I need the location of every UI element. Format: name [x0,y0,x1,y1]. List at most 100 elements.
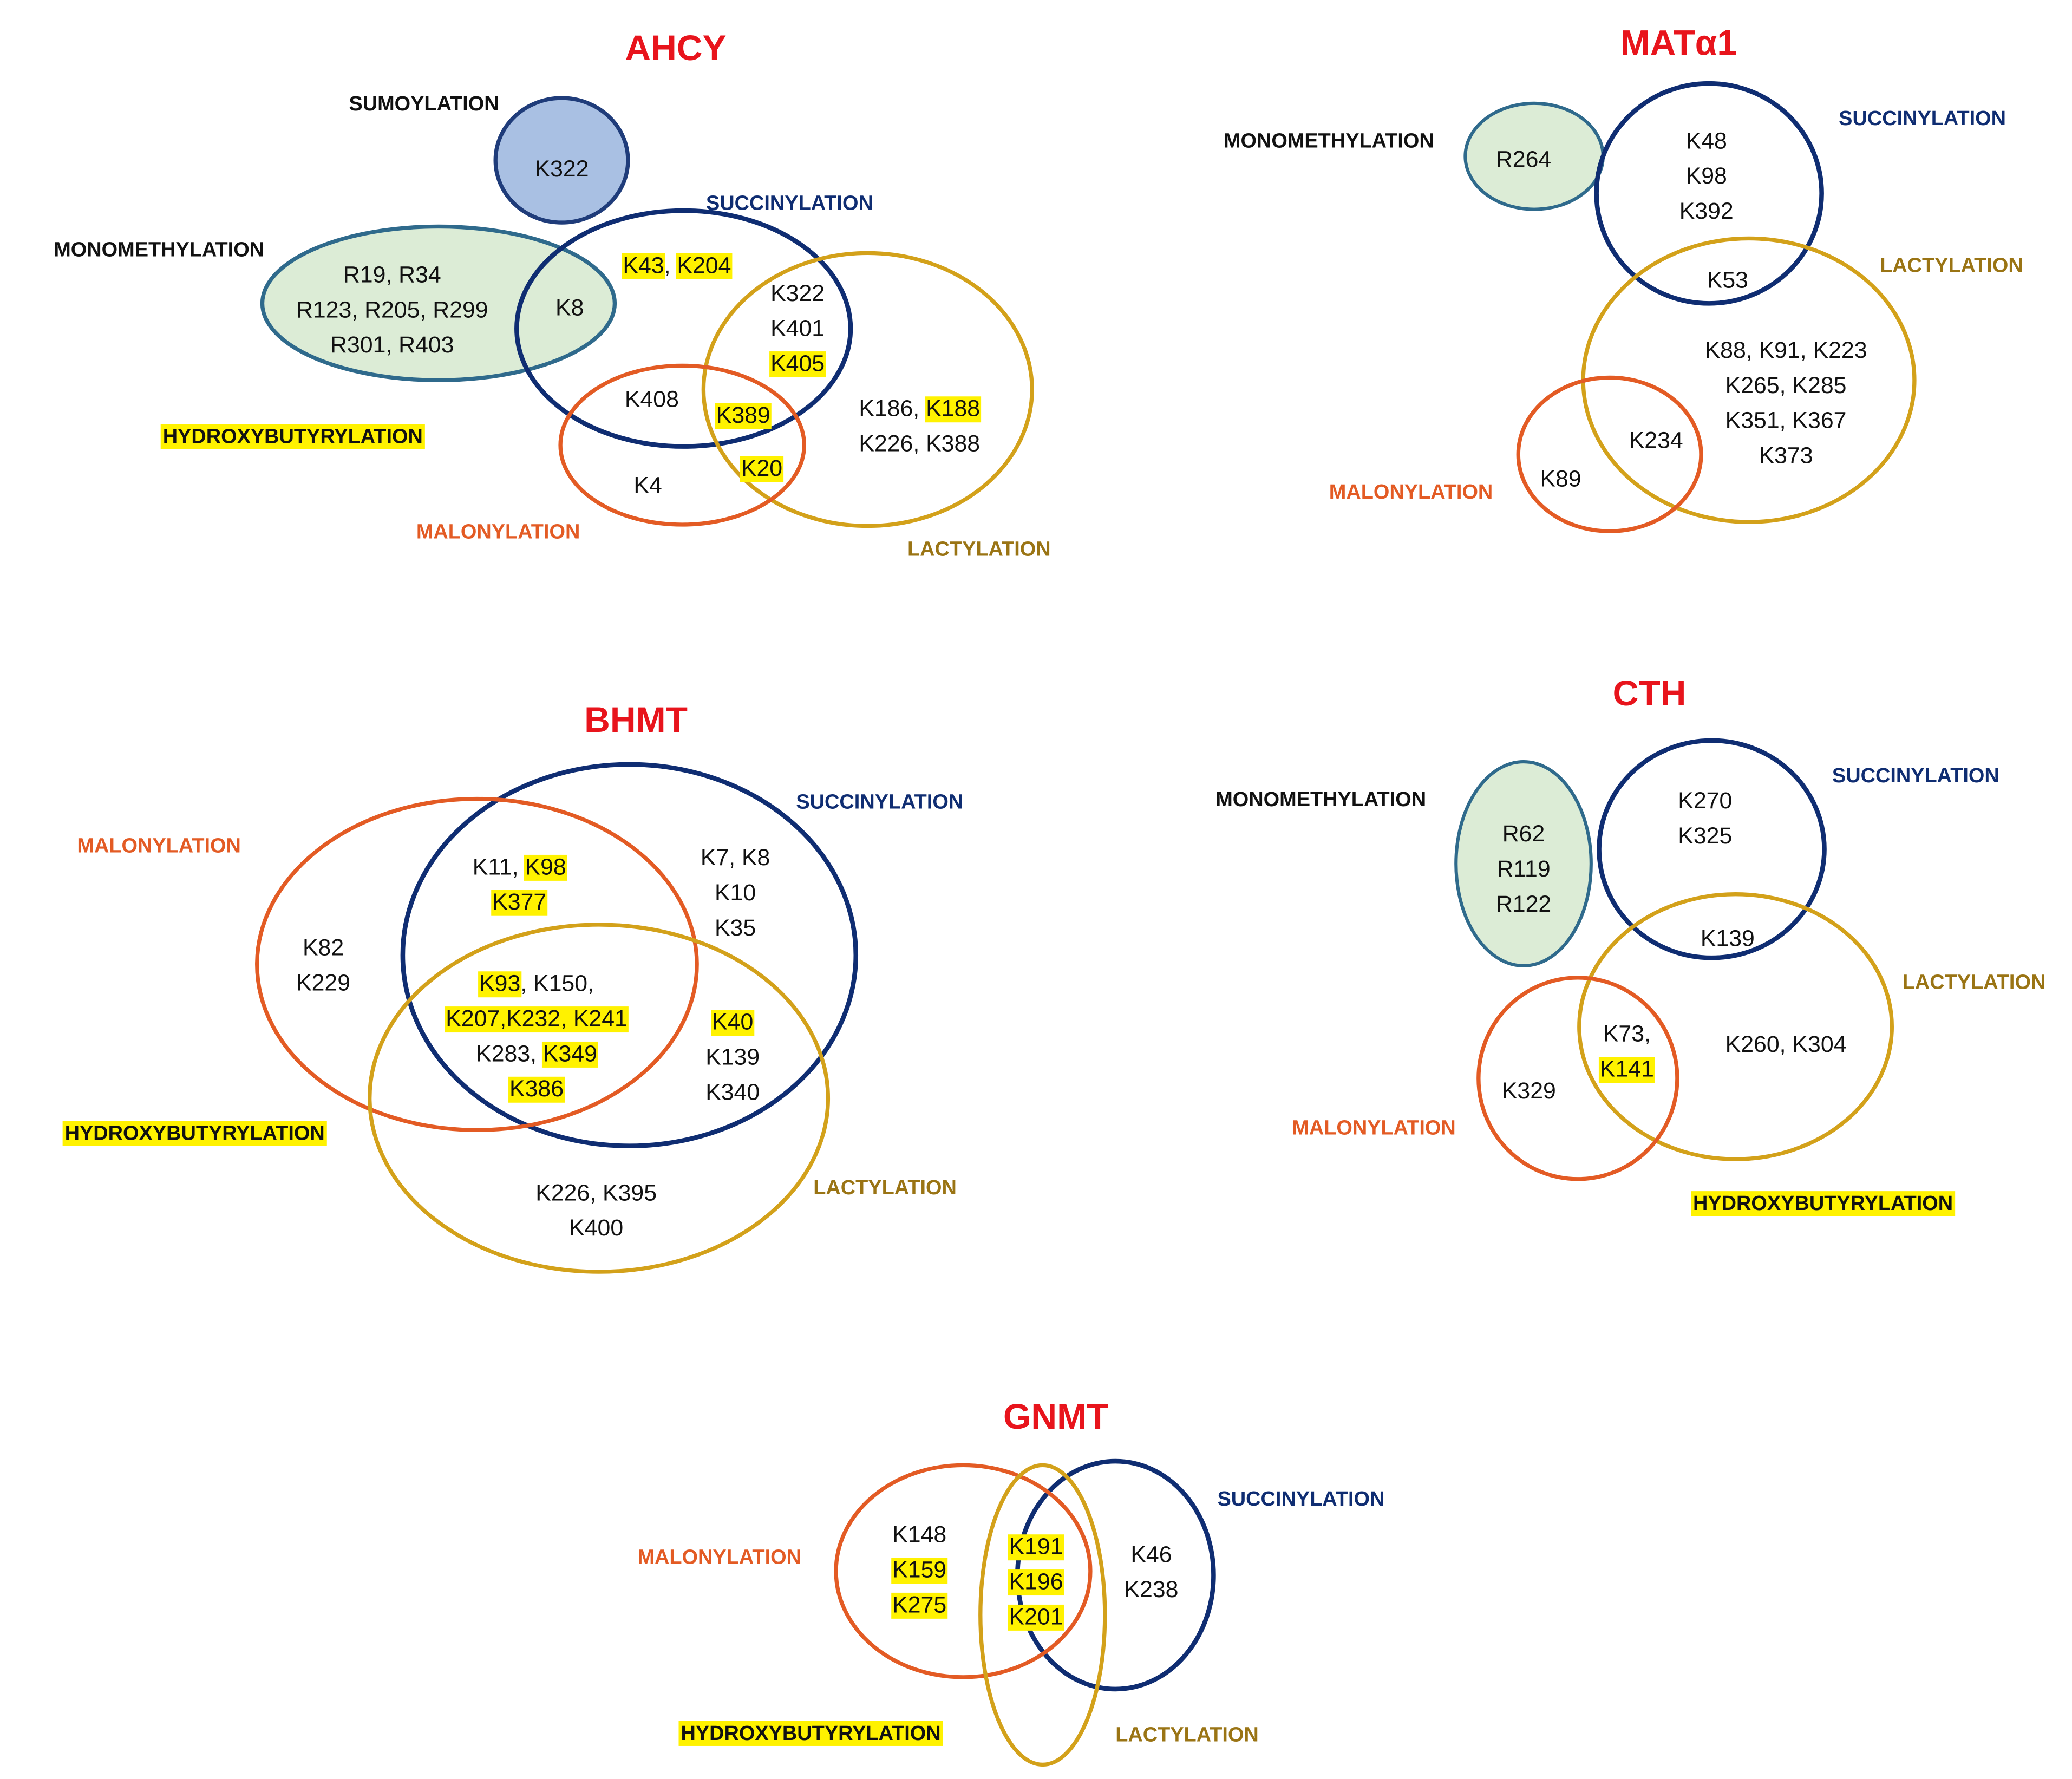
site-highlight [508,1076,565,1103]
ahcy-sites-a7-line: K389 [716,402,770,428]
bhmt-title: BHMT [584,699,688,740]
ahcy-lact-ellipse [701,251,1034,528]
ahcy-malo-ellipse [558,363,806,527]
bhmt-sites-b3-line: K229 [296,970,350,996]
highlighted-site: K275 [892,1592,946,1618]
site: , [664,252,677,278]
site: K10 [715,880,756,906]
cth-diagram: CTHMONOMETHYLATIONSUCCINYLATIONLACTYLATI… [1215,673,2045,1216]
highlighted-site: K405 [770,350,825,376]
site-highlight [491,890,548,916]
gnmt-sites-g1-line: K275 [892,1592,946,1618]
site: K186, [859,396,926,422]
site: K351, K367 [1725,408,1847,434]
ahcy-sumo-ellipse [493,96,630,225]
gnmt-title: GNMT [1003,1396,1108,1436]
ahcy-sites-a6-line: K408 [625,387,679,413]
site: , K150, [520,971,594,997]
site: K48 [1686,128,1727,154]
site: R264 [1496,147,1551,173]
site-highlight [541,1041,598,1068]
ahcy-sites-a5-line: K322 [770,280,825,306]
bhmt-sites-b6-line: K400 [569,1215,623,1241]
ahcy-mono-ellipse [260,224,617,382]
mat-sites-m4-line: K351, K367 [1725,408,1847,434]
highlighted-site: K159 [892,1556,946,1582]
bhmt-label-succ: SUCCINYLATION [796,791,963,814]
mat-label-mono: MONOMETHYLATION [1224,130,1434,153]
ahcy-sites-a3-line: K8 [555,295,584,321]
bhmt-lact-ellipse [368,923,831,1274]
bhmt-sites-b3-line: K82 [303,935,344,961]
cth-sites-c1-line: R119 [1496,856,1550,882]
ahcy-sites-a8-line: K226, K388 [859,431,980,457]
mat-malo-ellipse [1516,375,1703,533]
bhmt-sites-b5-line: K139 [705,1044,760,1070]
highlighted-site: K204 [677,252,731,278]
site: K46 [1130,1541,1172,1567]
site-highlight [715,403,772,429]
ahcy-label-succ: SUCCINYLATION [706,192,873,215]
ahcy-sites-a9-line: K20 [741,455,782,481]
ahcy-label-sumo: SUMOYLATION [349,93,499,115]
site: K329 [1502,1078,1556,1104]
cth-lact-ellipse [1577,892,1894,1161]
gnmt-hydroxy-highlight [678,1721,943,1746]
site: K322 [535,156,589,182]
site: R123, R205, R299 [296,297,488,323]
cth-sites-c1-line: R62 [1502,821,1545,847]
gnmt-label-succ: SUCCINYLATION [1218,1488,1385,1510]
highlighted-site: K188 [926,396,980,422]
highlighted-site: K93 [479,971,520,997]
site: K88, K91, K223 [1705,337,1867,363]
cth-sites-c3-line: K139 [1701,925,1755,951]
gnmt-sites-g2-line: K191 [1009,1534,1063,1560]
cth-sites-c2-line: K325 [1678,823,1732,849]
mat-label-malo: MALONYLATION [1329,481,1493,503]
bhmt-sites-b5-line: K40 [712,1009,753,1035]
site: K148 [892,1522,946,1548]
highlighted-site: K141 [1600,1056,1654,1082]
ahcy-label-lact: LACTYLATION [907,538,1051,560]
bhmt-sites-b4-line: K386 [509,1076,564,1102]
bhmt-sites-b4-line: K93, K150, [479,971,594,997]
gnmt-label-lact: LACTYLATION [1115,1723,1259,1746]
cth-sites-c6-line: K329 [1502,1078,1556,1104]
bhmt-sites-b2-line: K7, K8 [701,845,770,871]
site: K226, K388 [859,431,980,457]
highlighted-site: K201 [1009,1604,1063,1630]
gnmt-sites-g2-line: K201 [1009,1604,1063,1630]
site-highlight [1008,1569,1064,1596]
site: K234 [1629,427,1683,453]
site: K4 [633,473,662,499]
site-highlight [891,1558,948,1584]
site-highlight [478,971,522,998]
cth-sites-c4-line: K141 [1600,1056,1654,1082]
mat-label-succ: SUCCINYLATION [1839,107,2006,130]
site-highlight [769,351,826,378]
ahcy-sites-a8-line: K186, K188 [859,396,980,422]
cth-succ-ellipse [1597,738,1827,960]
cth-title: CTH [1613,673,1687,713]
site: K226, K395 [535,1180,657,1206]
highlighted-site: K40 [712,1009,753,1035]
site-highlight [1008,1604,1064,1631]
site: K340 [705,1079,760,1105]
site-highlight [925,396,982,423]
site: K400 [569,1215,623,1241]
highlighted-site: K191 [1009,1534,1063,1560]
gnmt-sites-g1-line: K148 [892,1522,946,1548]
site: K322 [770,280,825,306]
mat-sites-m4-line: K373 [1759,443,1813,469]
mat-diagram: MATα1MONOMETHYLATIONSUCCINYLATIONLACTYLA… [1224,22,2023,533]
site: K139 [1701,925,1755,951]
bhmt-diagram: BHMTSUCCINYLATIONMALONYLATIONHYDROXYBUTY… [62,699,963,1274]
ahcy-sites-a5-line: K401 [770,316,825,342]
mat-succ-ellipse [1594,81,1824,306]
site: K89 [1540,466,1581,492]
bhmt-malo-ellipse [255,796,699,1132]
bhmt-sites-b1-line: K11, K98 [473,854,566,880]
mat-sites-m1-line: R264 [1496,147,1551,173]
site-highlight [676,253,733,279]
